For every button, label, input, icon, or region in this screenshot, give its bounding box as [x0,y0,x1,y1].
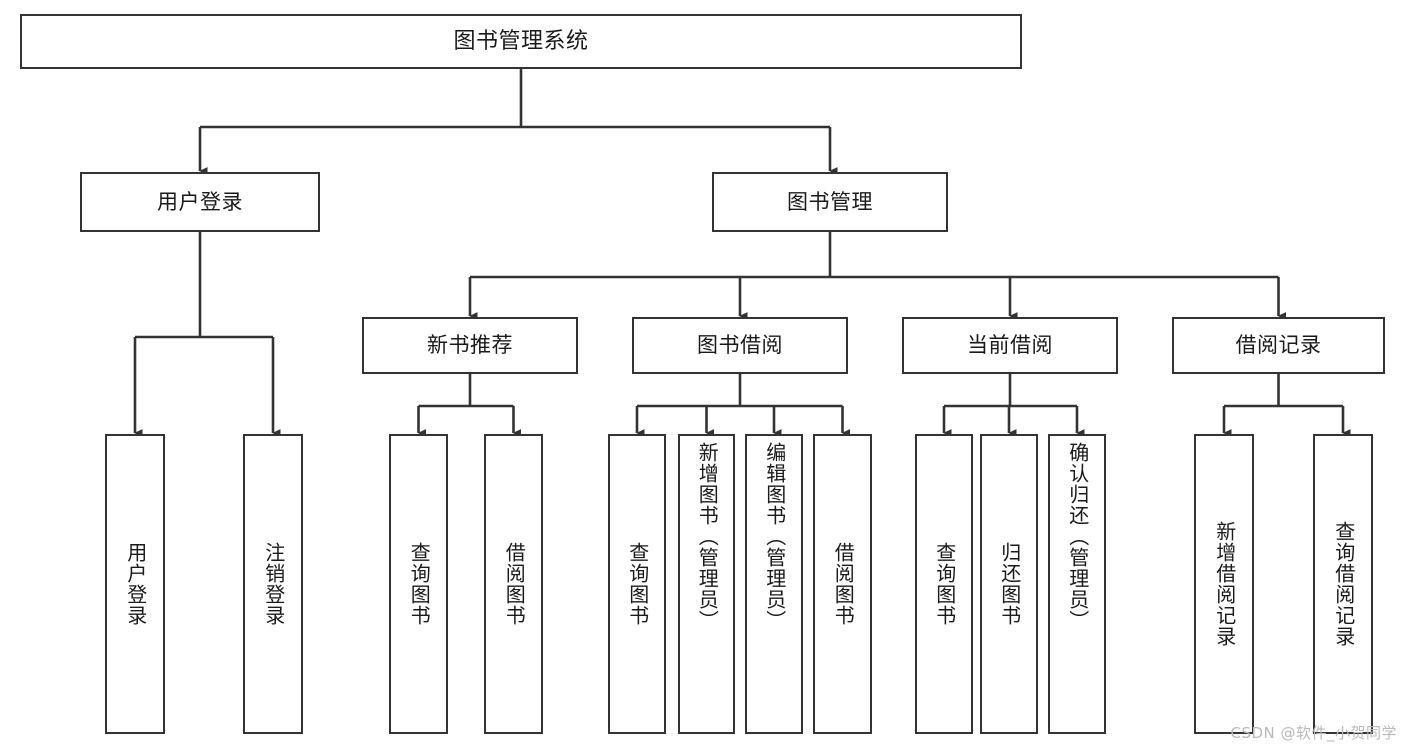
node-leaf-query-book-nb[interactable]: 查询图书 [389,434,448,734]
node-label: 归还图书 [997,542,1022,626]
node-label: 查询借阅记录 [1331,521,1356,647]
node-book-borrow[interactable]: 图书借阅 [632,317,848,374]
node-root[interactable]: 图书管理系统 [20,14,1022,69]
node-leaf-add-borrow-record[interactable]: 新增借阅记录 [1194,434,1254,734]
node-label: 借阅记录 [1235,333,1322,358]
node-label: 确认归还（管理员） [1065,442,1090,631]
node-leaf-add-book-admin[interactable]: 新增图书（管理员） [678,434,735,734]
node-leaf-query-book-cu[interactable]: 查询图书 [915,434,973,734]
node-leaf-query-book-bo[interactable]: 查询图书 [608,434,666,734]
node-label: 新增借阅记录 [1212,521,1237,647]
node-label: 注销登录 [261,542,286,626]
node-label: 借阅图书 [502,542,527,626]
node-leaf-user-logout[interactable]: 注销登录 [243,434,303,734]
node-label: 图书借阅 [697,333,783,358]
node-new-book-recommend[interactable]: 新书推荐 [362,317,578,374]
node-leaf-user-login[interactable]: 用户登录 [105,434,165,734]
watermark: CSDN @软件_小贺同学 [1230,724,1397,742]
node-label: 查询图书 [407,542,432,626]
node-label: 新书推荐 [427,333,513,358]
node-label: 查询图书 [932,542,957,626]
node-leaf-borrow-book-nb[interactable]: 借阅图书 [484,434,543,734]
node-label: 借阅图书 [831,542,856,626]
node-current-borrow[interactable]: 当前借阅 [902,317,1118,374]
node-label: 查询图书 [625,542,650,626]
node-book-management[interactable]: 图书管理 [712,172,948,232]
node-leaf-edit-book-admin[interactable]: 编辑图书（管理员） [745,434,803,734]
node-borrow-records[interactable]: 借阅记录 [1172,317,1385,374]
node-label: 编辑图书（管理员） [762,442,787,631]
node-label: 图书管理 [787,189,873,214]
node-label: 图书管理系统 [453,28,589,54]
node-leaf-return-book[interactable]: 归还图书 [980,434,1038,734]
node-label: 用户登录 [123,542,148,626]
node-leaf-confirm-return-admin[interactable]: 确认归还（管理员） [1048,434,1106,734]
node-leaf-query-borrow-record[interactable]: 查询借阅记录 [1313,434,1373,734]
node-label: 用户登录 [157,189,243,214]
node-label: 新增图书（管理员） [695,442,720,631]
node-user-login[interactable]: 用户登录 [80,172,320,232]
node-label: 当前借阅 [967,333,1053,358]
node-leaf-borrow-book-bo[interactable]: 借阅图书 [813,434,872,734]
